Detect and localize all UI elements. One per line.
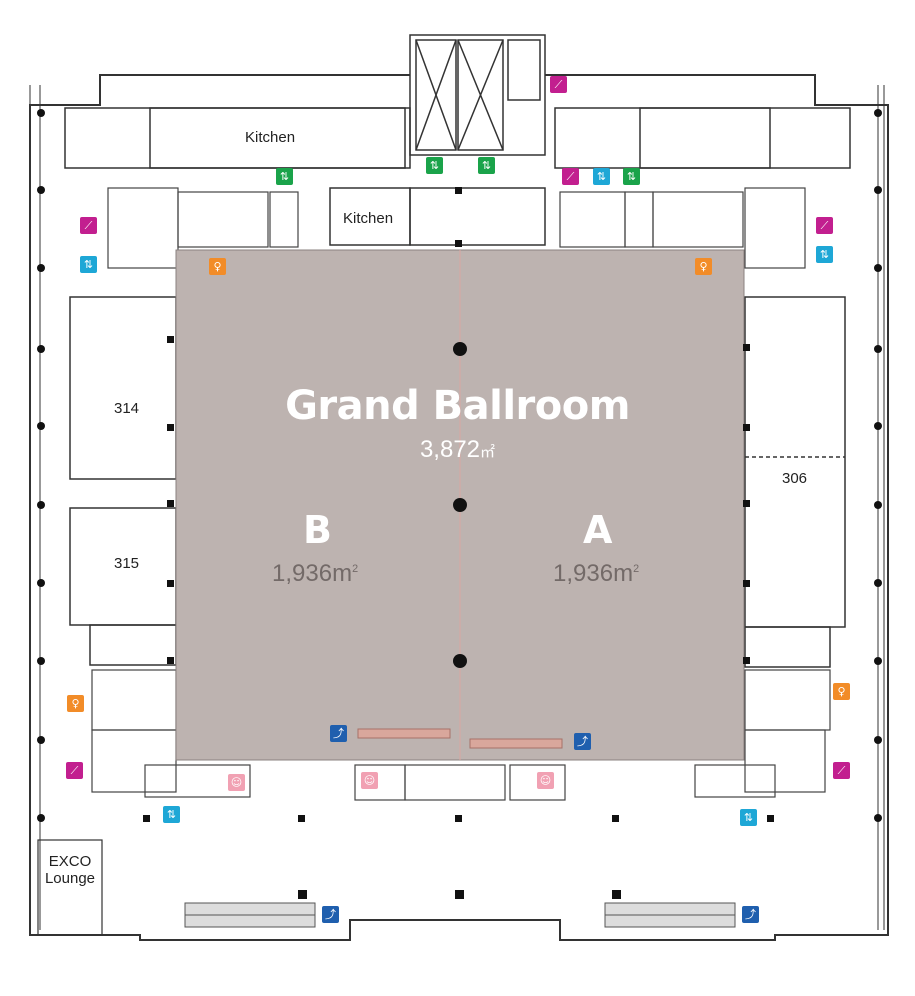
restroom-icon: ♀ [67, 695, 84, 712]
room-314-label: 314 [114, 400, 140, 417]
section-b-area: 1,936m2 [272, 560, 358, 588]
elevator-icon: ⇅ [426, 157, 443, 174]
nursing-room-icon: ☺ [361, 772, 378, 789]
left-meeting-rooms [69, 296, 177, 666]
section-b-area-sup: 2 [352, 563, 359, 575]
top-service-core [409, 34, 546, 156]
section-a-letter: A [583, 508, 613, 552]
stairs-icon: ⟋ [833, 762, 850, 779]
upper-cores [107, 187, 806, 269]
ballroom-area-unit: ㎡ [480, 444, 496, 461]
escalator-icon: ⤴ [330, 725, 347, 742]
section-b-letter: B [303, 508, 332, 552]
right-meeting-rooms [744, 296, 846, 668]
room-306-label: 306 [782, 470, 808, 487]
restroom-icon: ♀ [695, 258, 712, 275]
ballroom-title: Grand Ballroom [285, 383, 630, 429]
restroom-icon: ♀ [209, 258, 226, 275]
kitchen-label-top: Kitchen [245, 129, 296, 146]
freight-elevator-icon: ⇅ [816, 246, 833, 263]
nursing-room-icon: ☺ [537, 772, 554, 789]
restroom-icon: ♀ [833, 683, 850, 700]
section-b-area-value: 1,936 [272, 560, 333, 587]
freight-elevator-icon: ⇅ [740, 809, 757, 826]
exco-label-line1: EXCO [48, 853, 92, 870]
exterior-columns [37, 109, 882, 822]
stairs-icon: ⟋ [66, 762, 83, 779]
stairs-icon: ⟋ [80, 217, 97, 234]
room-315-label: 315 [114, 555, 140, 572]
section-b-area-unit: m [332, 560, 353, 587]
lower-cores [91, 669, 831, 801]
exco-lounge-room [37, 839, 103, 936]
stairs-icon: ⟋ [816, 217, 833, 234]
ballroom-columns [453, 342, 467, 668]
elevator-icon: ⇅ [276, 168, 293, 185]
freight-elevator-icon: ⇅ [80, 256, 97, 273]
ballroom-total-area: 3,872㎡ [0, 436, 915, 464]
kitchen-label-mid: Kitchen [343, 210, 394, 227]
perimeter-columns [143, 187, 774, 899]
freight-elevator-icon: ⇅ [593, 168, 610, 185]
ballroom-area-value: 3,872 [419, 436, 481, 463]
kitchen-band [64, 107, 851, 246]
elevator-icon: ⇅ [478, 157, 495, 174]
escalator-icon: ⤴ [322, 906, 339, 923]
ballroom-escalators [357, 728, 563, 749]
stairs-icon: ⟋ [562, 168, 579, 185]
lobby-escalators [184, 902, 736, 928]
elevator-icon: ⇅ [623, 168, 640, 185]
section-a-area: 1,936m2 [553, 560, 639, 588]
section-a-area-sup: 2 [633, 563, 640, 575]
escalator-icon: ⤴ [742, 906, 759, 923]
section-a-area-value: 1,936 [553, 560, 614, 587]
exco-lounge-label: EXCO Lounge [38, 853, 102, 887]
exco-label-line2: Lounge [44, 870, 96, 887]
escalator-icon: ⤴ [574, 733, 591, 750]
section-a-area-unit: m [613, 560, 634, 587]
freight-elevator-icon: ⇅ [163, 806, 180, 823]
nursing-room-icon: ☺ [228, 774, 245, 791]
stairs-icon: ⟋ [550, 76, 567, 93]
